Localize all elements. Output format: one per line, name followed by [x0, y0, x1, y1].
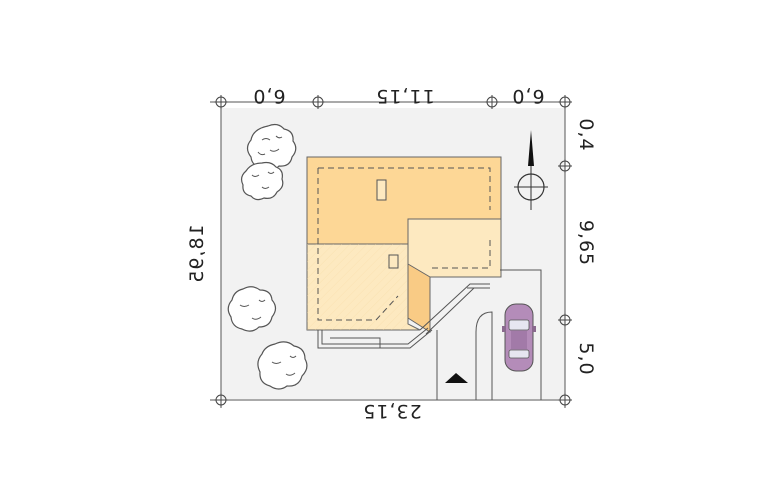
dimension-lines [210, 96, 572, 408]
marker-bottom-right [558, 393, 572, 407]
north-arrow-icon [528, 130, 534, 210]
entrance-arrow-icon [445, 373, 468, 383]
compass-icon [514, 173, 548, 201]
marker-top-2 [311, 95, 325, 109]
marker-right-2 [558, 313, 572, 327]
dim-top-1: 6,0 [252, 85, 285, 107]
tree-icon [240, 161, 284, 201]
marker-top-right [558, 95, 572, 109]
car-icon [502, 303, 536, 372]
house [306, 156, 502, 349]
marker-top-left [214, 95, 228, 109]
marker-bottom-left [214, 393, 228, 407]
roof-right-wing [407, 218, 502, 278]
dim-right-3: 5,0 [575, 342, 597, 375]
dim-bottom-total: 23,15 [362, 400, 421, 422]
dim-top-3: 6,0 [511, 85, 544, 107]
dim-right-2: 9,65 [575, 220, 597, 266]
tree-icon [227, 286, 277, 332]
dim-top-2: 11,15 [375, 85, 434, 107]
wall-outline [317, 167, 491, 321]
tree-icon [246, 123, 297, 171]
chimney-upper [376, 179, 387, 201]
dim-left-total: 18,95 [186, 224, 208, 283]
marker-top-3 [485, 95, 499, 109]
dimension-markers [214, 95, 572, 407]
terrace-outline [317, 327, 433, 349]
chimney-lower [388, 254, 399, 269]
marker-right-1 [558, 159, 572, 173]
tree-icon [257, 341, 308, 390]
driveway [436, 269, 542, 400]
dim-right-1: 0,4 [575, 118, 597, 151]
